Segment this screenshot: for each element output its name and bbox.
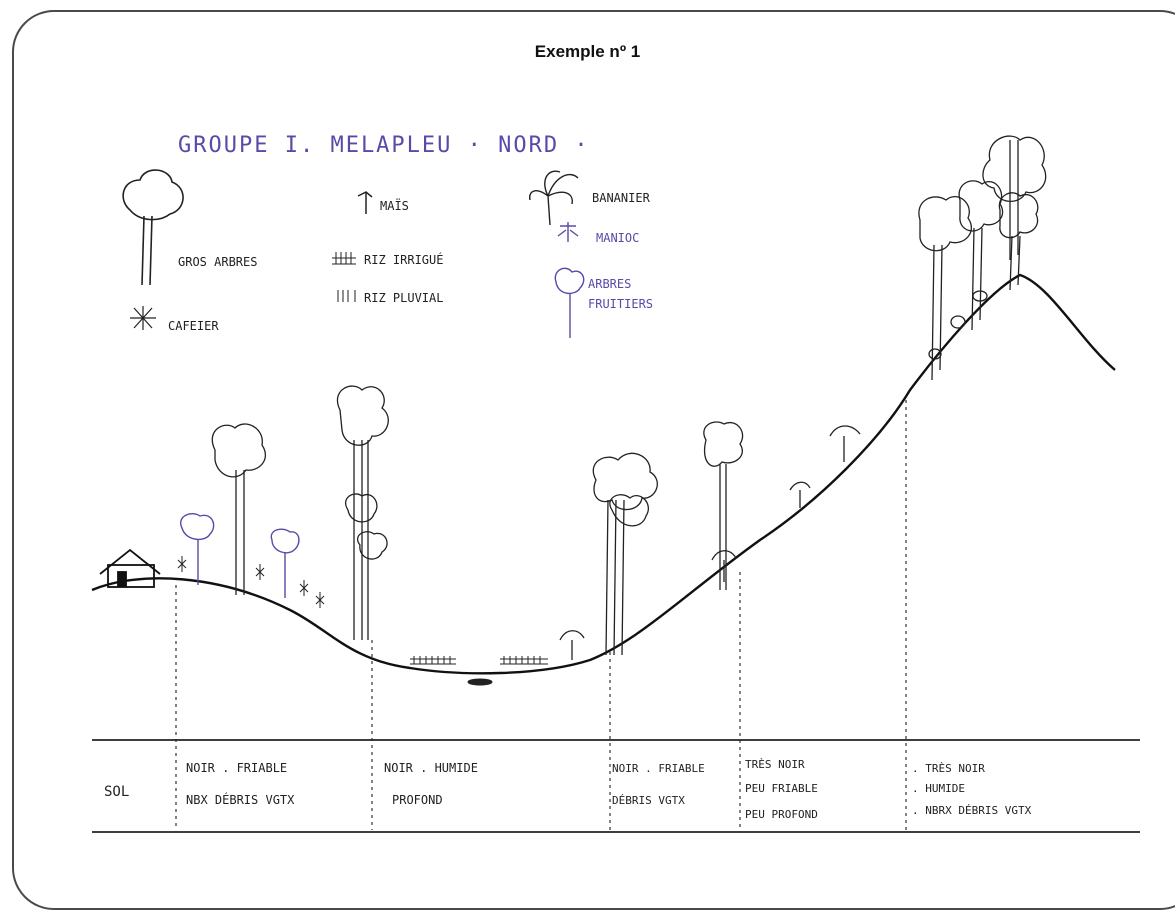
- terrain-profile-line: [91, 273, 1116, 675]
- right-slope-vegetation: [559, 421, 861, 660]
- group-heading: GROUPE I. MELAPLEU · NORD ·: [178, 133, 590, 158]
- rainfed-rice-legend-icon: [337, 290, 356, 302]
- irrigated-rice-legend-icon: [332, 252, 356, 265]
- fruit-trees-label-2: FRUITIERS: [588, 297, 653, 311]
- maize-legend-icon: [357, 191, 373, 214]
- coffee-legend-icon: [130, 306, 156, 330]
- figure-title: Exemple nº 1: [534, 42, 641, 61]
- cassava-label: MANIOC: [596, 231, 639, 245]
- house-icon: [99, 548, 161, 588]
- soil-cell-1-line-2: NBX DÉBRIS VGTX: [186, 792, 295, 807]
- soil-cell-5-line-3: . NBRX DÉBRIS VGTX: [912, 804, 1032, 817]
- banana-label: BANANIER: [592, 191, 651, 205]
- fruit-trees-label-1: ARBRES: [588, 277, 631, 291]
- soil-row-label: SOL: [104, 784, 129, 800]
- coffee-label: CAFEIER: [168, 319, 219, 333]
- soil-cell-3-line-2: DÉBRIS VGTX: [612, 794, 685, 807]
- left-fruit-trees: [180, 512, 300, 598]
- soil-cell-3-line-1: NOIR . FRIABLE: [612, 762, 705, 775]
- banana-legend-icon: [528, 170, 579, 226]
- cassava-legend-icon: [557, 222, 579, 242]
- big-trees-label: GROS ARBRES: [178, 255, 257, 269]
- soil-cell-2-line-1: NOIR . HUMIDE: [384, 761, 478, 775]
- big-tree-legend-icon: [122, 169, 184, 286]
- soil-cell-1-line-1: NOIR . FRIABLE: [186, 761, 287, 775]
- left-slope-vegetation: [211, 385, 389, 640]
- coffee-shrubs: [177, 556, 325, 608]
- irrigated-rice-label: RIZ IRRIGUÉ: [364, 252, 443, 267]
- soil-cell-4-line-2: PEU FRIABLE: [745, 782, 818, 795]
- soil-cell-4-line-3: PEU PROFOND: [745, 808, 818, 821]
- landscape-diagram: GROUPE I. MELAPLEU · NORD · GROS ARBRES …: [91, 133, 1140, 833]
- fruit-tree-legend-icon: [554, 267, 585, 338]
- hilltop-forest: [918, 135, 1047, 381]
- soil-cell-4-line-1: TRÈS NOIR: [745, 758, 805, 771]
- soil-cell-5-line-2: . HUMIDE: [912, 782, 965, 795]
- rainfed-rice-label: RIZ PLUVIAL: [364, 291, 443, 305]
- soil-cell-5-line-1: . TRÈS NOIR: [912, 762, 985, 775]
- valley-rice-fields: [410, 656, 548, 686]
- soil-cell-2-line-2: PROFOND: [392, 793, 443, 807]
- maize-label: MAÏS: [380, 198, 409, 213]
- zone-boundaries: [175, 400, 907, 830]
